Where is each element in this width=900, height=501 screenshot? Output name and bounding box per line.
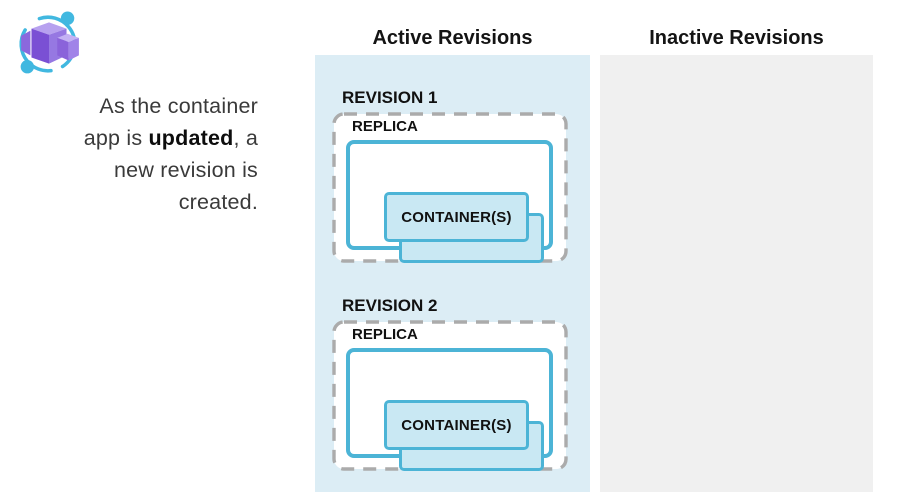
intro-line-1: As the container xyxy=(99,94,258,118)
container-apps-icon-svg xyxy=(19,11,79,74)
revision-2-replica-box: CONTAINER(S) xyxy=(346,348,553,471)
intro-line-2-bold: updated xyxy=(148,126,234,150)
revision-1-container-front: CONTAINER(S) xyxy=(384,192,529,242)
revision-2-replica-label: REPLICA xyxy=(352,326,418,343)
active-revisions-header: Active Revisions xyxy=(372,27,533,49)
revision-2-group: REVISION 2 REPLICA CONTAINER(S) xyxy=(332,296,568,471)
revision-1-replica-box: CONTAINER(S) xyxy=(346,140,553,263)
revision-1-replica-label: REPLICA xyxy=(352,118,418,135)
revision-2-label: REVISION 2 xyxy=(342,296,438,315)
inactive-revisions-header: Inactive Revisions xyxy=(649,27,824,49)
active-revisions-panel: REVISION 1 REPLICA CONTAINER(S) REVISION… xyxy=(315,55,590,492)
revision-1-container-label: CONTAINER(S) xyxy=(401,208,512,226)
intro-line-2-pre: app is xyxy=(83,126,149,150)
intro-text: As the container app is updated, a new r… xyxy=(30,90,258,218)
intro-line-4: created. xyxy=(178,190,258,214)
revision-1-label: REVISION 1 xyxy=(342,88,438,107)
revision-1-box: REPLICA CONTAINER(S) xyxy=(332,112,568,263)
intro-line-2-post: , a xyxy=(233,126,258,150)
intro-line-3: new revision is xyxy=(114,158,258,182)
revision-2-container-front: CONTAINER(S) xyxy=(384,400,529,450)
revision-1-group: REVISION 1 REPLICA CONTAINER(S) xyxy=(332,88,568,263)
inactive-revisions-panel xyxy=(600,55,873,492)
container-apps-icon xyxy=(16,10,82,76)
revision-2-container-label: CONTAINER(S) xyxy=(401,416,512,434)
revision-2-box: REPLICA CONTAINER(S) xyxy=(332,320,568,471)
